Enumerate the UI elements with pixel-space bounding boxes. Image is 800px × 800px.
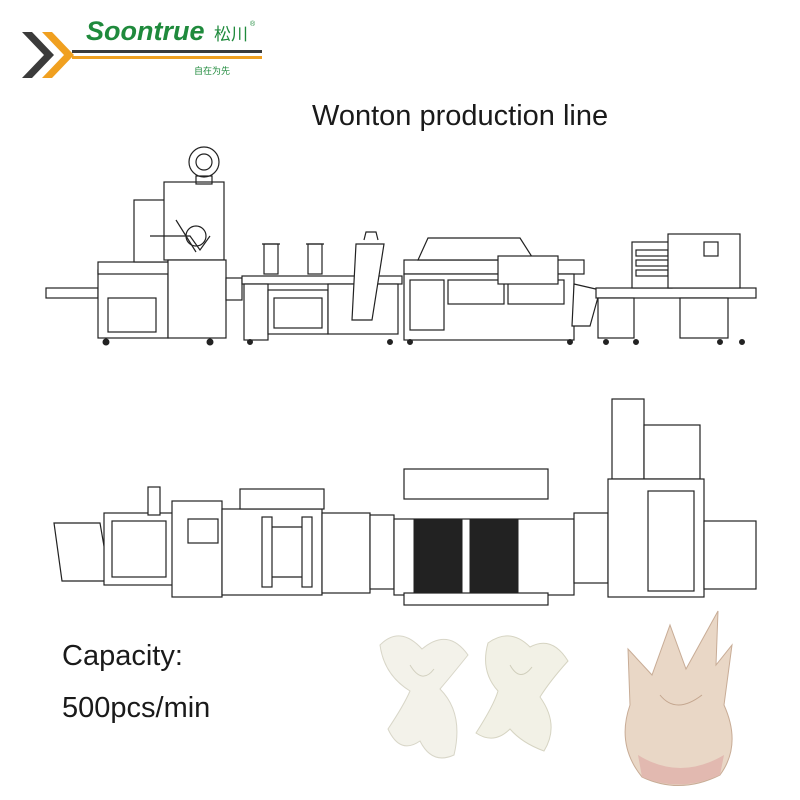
brand-cn: 松川 — [214, 25, 248, 44]
forming-top — [221, 488, 395, 596]
registered-mark: ® — [250, 20, 256, 28]
packaging-machine — [595, 233, 757, 345]
page-title: Wonton production line — [312, 100, 609, 132]
cooker-top — [393, 468, 575, 606]
wonton-white-1 — [379, 635, 469, 759]
cooking-machine — [403, 237, 601, 345]
wonton-cooked — [624, 610, 733, 786]
capacity-label: Capacity: — [62, 640, 183, 672]
feeder-top — [53, 486, 223, 598]
production-line-top-view — [53, 398, 757, 606]
capacity-value: 500pcs/min — [62, 692, 211, 724]
chevron-icon — [22, 32, 74, 78]
packer-top — [573, 398, 757, 598]
production-line-side-view — [45, 146, 757, 346]
wonton-white-2 — [475, 635, 569, 752]
wonton-photos — [379, 610, 733, 786]
filling-forming-machine — [241, 231, 403, 345]
soontrue-logo: Soontrue 松川 ® 自在为先 — [22, 16, 262, 78]
brand-name: Soontrue — [86, 16, 205, 46]
wrapper-feeder-machine — [45, 146, 243, 346]
logo-bar-orange — [72, 56, 262, 59]
logo-bar-dark — [72, 50, 262, 53]
slogan: 自在为先 — [194, 65, 230, 76]
